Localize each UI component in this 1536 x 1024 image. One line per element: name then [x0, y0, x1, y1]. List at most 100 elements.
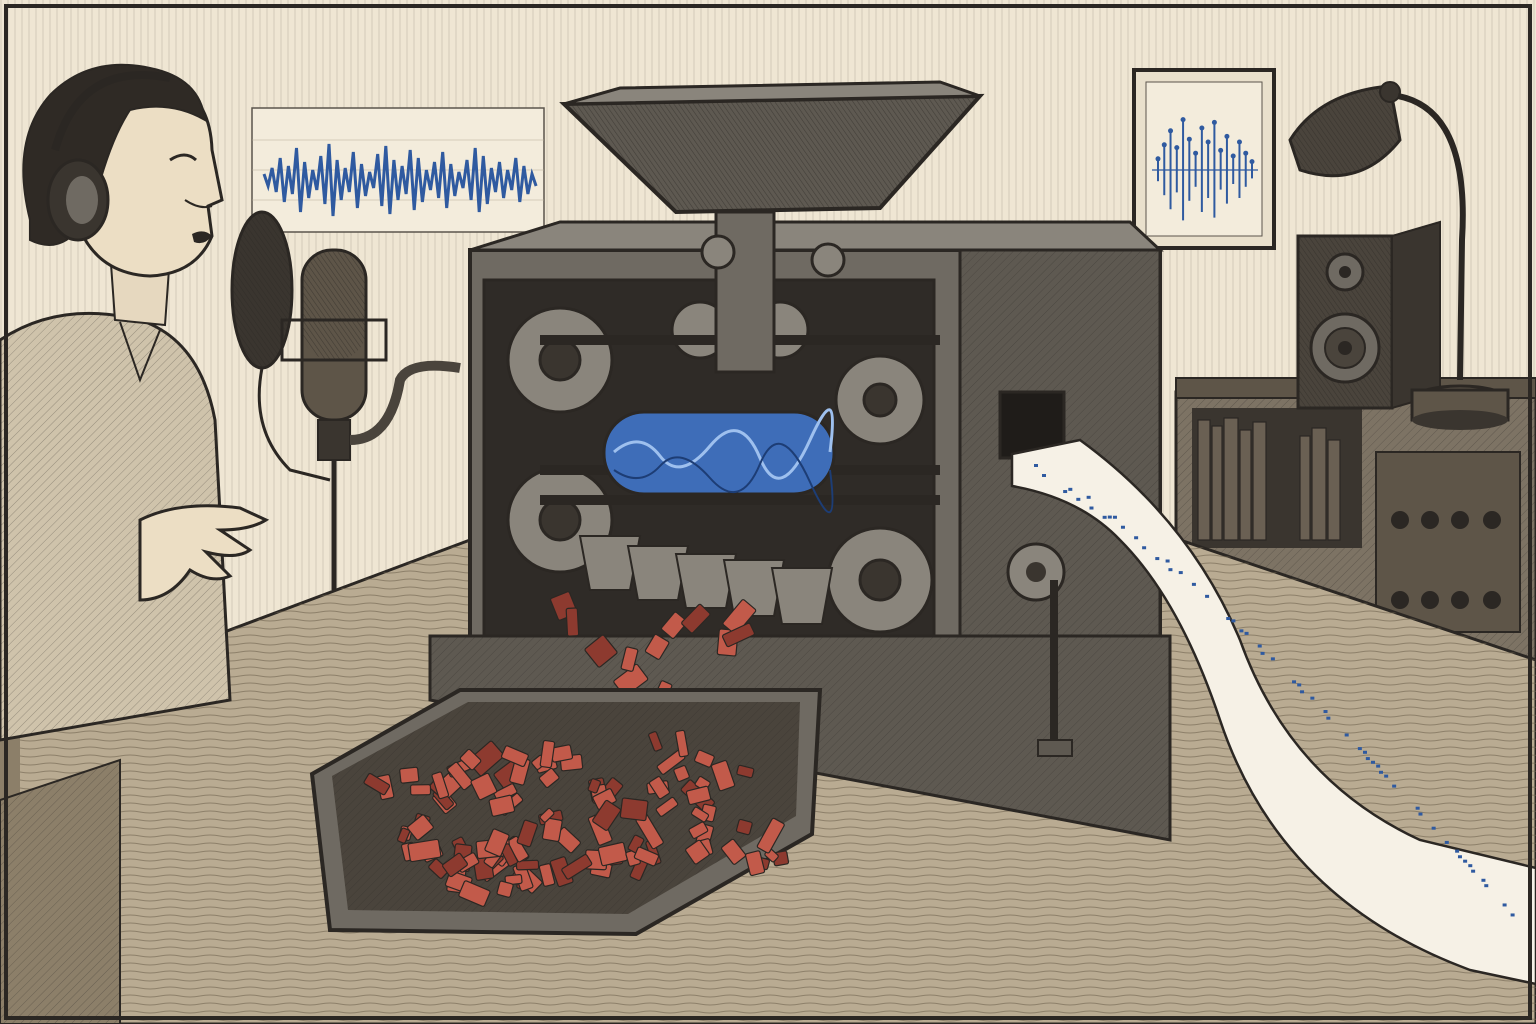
tape-hole: [1344, 733, 1349, 737]
tape-hole: [1257, 644, 1262, 648]
tape-hole: [1112, 515, 1117, 519]
tape-hole: [1165, 559, 1170, 563]
tray-fragment: [515, 859, 540, 871]
falling-fragment: [644, 633, 670, 660]
loudspeaker: [1296, 220, 1441, 410]
tray-fragment: [538, 863, 556, 887]
singer-with-headphones: [0, 63, 270, 742]
frame-waveform-dot: [1243, 150, 1249, 156]
tape-hole: [1418, 812, 1423, 816]
tape-hole: [1134, 536, 1139, 540]
shelf-books: [1197, 417, 1341, 541]
tape-hole: [1310, 696, 1315, 700]
tape-hole: [1323, 710, 1328, 714]
falling-fragment: [722, 599, 757, 635]
frame-waveform-dot: [1218, 147, 1224, 153]
tray-fragment: [488, 794, 516, 817]
tape-hole: [1120, 525, 1125, 529]
tape-hole: [1178, 571, 1183, 575]
tray-fragment: [685, 839, 710, 865]
tray-fragment: [516, 819, 539, 848]
hopper-funnel: [559, 80, 985, 374]
tape-hole: [1510, 913, 1515, 917]
tray-fragment: [685, 785, 712, 806]
falling-fragment: [565, 607, 580, 637]
waveform-icon: [1152, 117, 1258, 221]
singer-hand: [138, 504, 270, 602]
tape-hole: [1484, 884, 1489, 888]
tray-fragment: [735, 818, 753, 836]
headphones-icon: [46, 71, 171, 242]
tray-fragment: [496, 880, 514, 898]
tape-hole: [1371, 760, 1375, 764]
tray-fragment: [690, 806, 710, 823]
tape-hole: [1376, 764, 1381, 768]
tray-fragment: [592, 799, 622, 831]
tray-red-fragments: [363, 729, 790, 907]
tape-hole: [1034, 464, 1038, 467]
desk-lamp: [1288, 81, 1510, 430]
tray-fragment: [597, 841, 628, 867]
frame-waveform-dot: [1174, 145, 1180, 151]
waveform-poster: [251, 107, 545, 233]
tray-fragment: [458, 880, 491, 907]
tape-hole: [1457, 855, 1462, 859]
illustration-border: [4, 4, 1532, 1020]
blue-waveform-roller: [602, 408, 836, 514]
tape-hole: [1260, 651, 1265, 655]
tape-hole: [1244, 631, 1249, 635]
tape-hole: [1168, 568, 1173, 572]
tray-fragment: [561, 853, 593, 880]
tape-hole: [1363, 750, 1367, 754]
frame-waveform-dot: [1224, 133, 1230, 139]
tape-hole: [1226, 617, 1231, 621]
tape-hole: [1471, 869, 1476, 873]
tray-fragment: [459, 748, 482, 771]
tray-fragment: [710, 760, 736, 792]
tape-hole: [1142, 546, 1147, 550]
tape-hole: [1326, 716, 1331, 720]
tray-fragment: [673, 765, 690, 783]
tape-hole: [1468, 864, 1473, 868]
tray-fragment: [627, 834, 645, 854]
frame-waveform-dot: [1249, 159, 1255, 165]
tape-hole: [1384, 774, 1389, 778]
frame-waveform-dot: [1199, 125, 1205, 131]
falling-fragment: [681, 603, 711, 634]
tray-fragment: [736, 764, 755, 779]
waveform-icon: [262, 143, 538, 217]
tray-fragment: [655, 796, 679, 817]
tray-fragment: [745, 850, 766, 877]
punched-paper-tape: [1010, 438, 1536, 986]
tape-hole: [1365, 757, 1370, 761]
tape-hole: [1431, 826, 1436, 830]
frame-waveform-dot: [1236, 139, 1242, 145]
tape-hole: [1415, 806, 1420, 810]
tape-hole: [1102, 515, 1107, 519]
frame-waveform-dot: [1186, 136, 1192, 142]
tray-fragment: [539, 739, 556, 769]
frame-waveform-dot: [1230, 153, 1236, 159]
tape-hole: [1455, 849, 1460, 853]
red-fragments-tray: [309, 688, 823, 937]
tray-fragment: [409, 784, 432, 796]
tray-fragment: [541, 817, 563, 843]
tape-hole: [1297, 683, 1302, 687]
tape-hole: [1063, 490, 1068, 494]
tray-fragment: [674, 729, 690, 758]
tray-fragment: [470, 772, 498, 801]
tray-fragment: [484, 828, 510, 857]
tray-fragment: [431, 771, 450, 800]
tape-hole: [1379, 770, 1383, 774]
tray-fragment: [447, 761, 474, 791]
tape-punch-holes: [1034, 464, 1515, 917]
tray-fragment: [538, 767, 560, 789]
tray-fragment: [397, 827, 411, 844]
frame-waveform-dot: [1193, 150, 1199, 156]
tape-hole: [1205, 594, 1210, 598]
tray-fragment: [399, 766, 420, 784]
tape-hole: [1481, 878, 1486, 882]
tape-hole: [1502, 903, 1507, 907]
